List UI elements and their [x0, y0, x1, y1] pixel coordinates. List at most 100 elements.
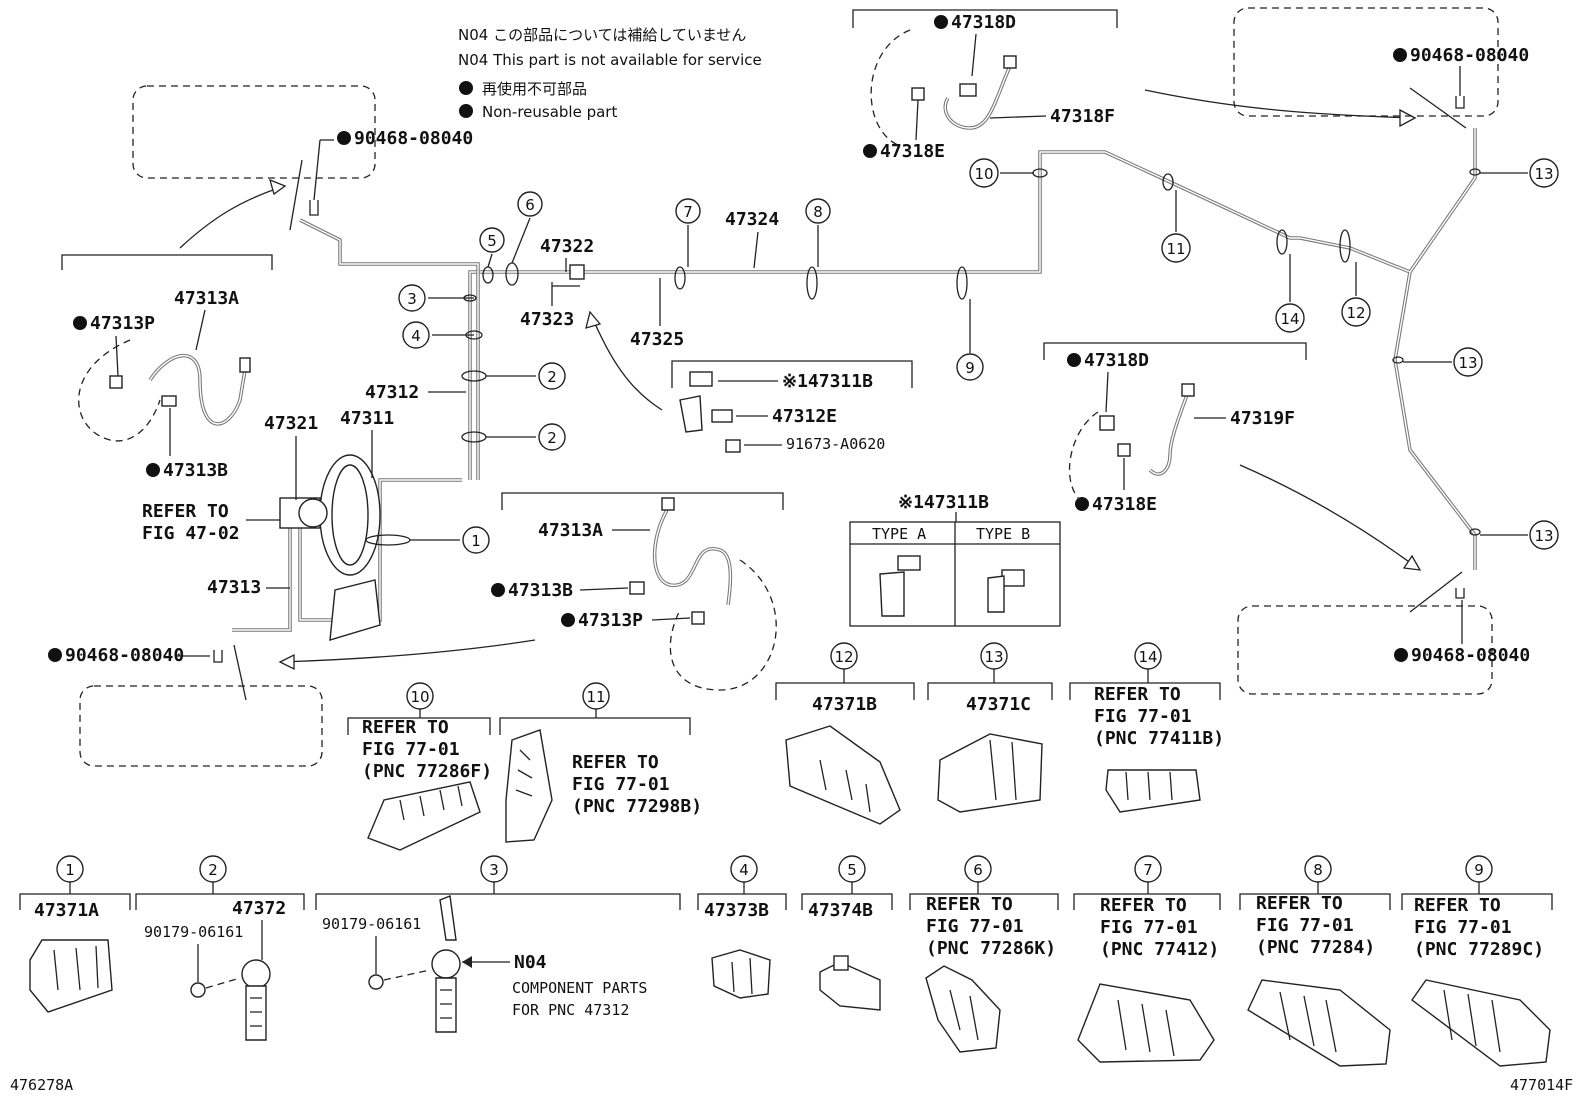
svg-text:47372: 47372 — [232, 898, 286, 919]
footer-right: 477014F — [1510, 1076, 1573, 1094]
footer-left: 476278A — [10, 1076, 73, 1094]
svg-text:13: 13 — [984, 648, 1003, 666]
label-47318E-mid: 47318E — [1092, 494, 1157, 515]
callout-13c: 13 — [1534, 527, 1553, 545]
svg-text:(PNC 77412): (PNC 77412) — [1100, 939, 1219, 960]
nonreuse-mark-icon — [337, 131, 351, 145]
label-47313A-top: 47313A — [174, 288, 239, 309]
type-table: ※147311B TYPE A TYPE B — [849, 492, 1061, 627]
svg-text:11: 11 — [586, 688, 605, 706]
label-clip-br: 90468-08040 — [1411, 645, 1530, 666]
nonreuse-mark-icon — [1067, 353, 1081, 367]
svg-text:FIG 77-01: FIG 77-01 — [926, 916, 1024, 937]
svg-text:(PNC 77286K): (PNC 77286K) — [926, 938, 1056, 959]
group-3: 3 90179-06161 N04 COMPONENT PARTS FOR PN… — [315, 855, 681, 1033]
label-47313P-top: 47313P — [90, 313, 155, 334]
svg-text:(PNC 77411B): (PNC 77411B) — [1094, 728, 1224, 749]
group-top-left-hose: 47313A 47313P 47313B — [61, 178, 287, 481]
group-2: 2 47372 90179-06161 — [135, 855, 305, 1041]
label-47313B-mid: 47313B — [508, 580, 573, 601]
svg-text:10: 10 — [410, 688, 429, 706]
svg-text:8: 8 — [1313, 861, 1323, 879]
clip-box-top-right: 90468-08040 — [1233, 7, 1529, 129]
group-8: 8 REFER TO FIG 77-01 (PNC 77284) — [1239, 855, 1391, 1067]
label-clip-tl: 90468-08040 — [354, 128, 473, 149]
label-47313: 47313 — [207, 577, 261, 598]
callout-6: 6 — [525, 196, 535, 214]
label-47311B: ※147311B — [782, 371, 873, 392]
group-9: 9 REFER TO FIG 77-01 (PNC 77289C) — [1401, 855, 1553, 1067]
callout-13a: 13 — [1534, 165, 1553, 183]
bullet-icon — [459, 81, 473, 95]
label-47318D-top: 47318D — [951, 12, 1016, 33]
type-b-header: TYPE B — [976, 525, 1030, 543]
label-47318D-mid: 47318D — [1084, 350, 1149, 371]
label-clip-bl: 90468-08040 — [65, 645, 184, 666]
label-47325: 47325 — [630, 329, 684, 350]
nonreuse-mark-icon — [1075, 497, 1089, 511]
callout-3: 3 — [407, 290, 417, 308]
label-47322: 47322 — [540, 236, 594, 257]
svg-text:N04: N04 — [514, 952, 547, 973]
legend: N04 この部品については補給していません N04 This part is n… — [458, 26, 762, 121]
label-47321: 47321 — [264, 413, 318, 434]
group-11: 11 REFER TO FIG 77-01 (PNC 77298B) — [499, 682, 702, 843]
group-mid-hose: 47313A 47313B 47313P — [278, 492, 784, 691]
nonreuse-mark-icon — [491, 583, 505, 597]
svg-text:90179-06161: 90179-06161 — [144, 923, 243, 941]
group-top-right-hose: 47318D 47318F 47318E — [852, 9, 1417, 162]
label-47312: 47312 — [365, 382, 419, 403]
line-clamps — [461, 168, 1481, 536]
label-clip-tr: 90468-08040 — [1410, 45, 1529, 66]
nonreuse-mark-icon — [561, 613, 575, 627]
nonreuse-mark-icon — [146, 463, 160, 477]
master-cylinder — [279, 454, 411, 641]
svg-text:14: 14 — [1138, 648, 1157, 666]
svg-text:3: 3 — [489, 861, 499, 879]
svg-text:FIG 77-01: FIG 77-01 — [1256, 915, 1354, 936]
clip-box-top-left: 90468-08040 — [132, 85, 473, 231]
label-47318F: 47318F — [1050, 106, 1115, 127]
group-14: 14 REFER TO FIG 77-01 (PNC 77411B) — [1069, 642, 1224, 813]
label-47318E-top: 47318E — [880, 141, 945, 162]
callout-5: 5 — [487, 232, 497, 250]
main-labels: 47322 47323 47324 47325 47312 47311 4732… — [142, 209, 779, 598]
svg-text:6: 6 — [973, 861, 983, 879]
callout-13b: 13 — [1458, 354, 1477, 372]
group-12: 12 47371B — [775, 642, 915, 825]
svg-text:47371C: 47371C — [966, 694, 1031, 715]
callout-12: 12 — [1346, 304, 1365, 322]
group-13: 13 47371C — [927, 642, 1053, 813]
svg-text:7: 7 — [1143, 861, 1153, 879]
callout-1: 1 — [471, 532, 481, 550]
type-table-title: ※147311B — [898, 492, 989, 513]
label-47323: 47323 — [520, 309, 574, 330]
callout-7: 7 — [683, 203, 693, 221]
brake-lines — [232, 128, 1477, 632]
svg-text:47374B: 47374B — [808, 900, 873, 921]
callout-2a: 2 — [547, 368, 557, 386]
svg-text:9: 9 — [1474, 861, 1484, 879]
svg-text:FIG 77-01: FIG 77-01 — [1414, 917, 1512, 938]
svg-text:47371A: 47371A — [34, 900, 99, 921]
callout-11: 11 — [1166, 240, 1185, 258]
label-47313P-mid: 47313P — [578, 610, 643, 631]
refer-fig-4702-b: FIG 47-02 — [142, 523, 240, 544]
group-mid-right-hose: 47318D 47319F 47318E — [1043, 342, 1422, 571]
bullet-icon — [459, 104, 473, 118]
svg-text:(PNC 77284): (PNC 77284) — [1256, 937, 1375, 958]
group-6: 6 REFER TO FIG 77-01 (PNC 77286K) — [909, 855, 1059, 1053]
type-a-header: TYPE A — [872, 525, 926, 543]
legend-n04-en: N04 This part is not available for servi… — [458, 51, 762, 69]
clip-box-bottom-left: 90468-08040 — [48, 644, 323, 767]
svg-text:REFER TO: REFER TO — [1094, 684, 1181, 705]
svg-text:REFER TO: REFER TO — [1256, 893, 1343, 914]
svg-text:FIG 77-01: FIG 77-01 — [1100, 917, 1198, 938]
label-91673: 91673-A0620 — [786, 435, 885, 453]
svg-text:90179-06161: 90179-06161 — [322, 915, 421, 933]
main-callouts: 3 4 2 2 1 5 6 7 8 9 10 11 14 12 13 13 13 — [398, 158, 1559, 554]
svg-text:REFER TO: REFER TO — [926, 894, 1013, 915]
legend-n04-jp: N04 この部品については補給していません — [458, 26, 746, 44]
group-7: 7 REFER TO FIG 77-01 (PNC 77412) — [1073, 855, 1221, 1063]
